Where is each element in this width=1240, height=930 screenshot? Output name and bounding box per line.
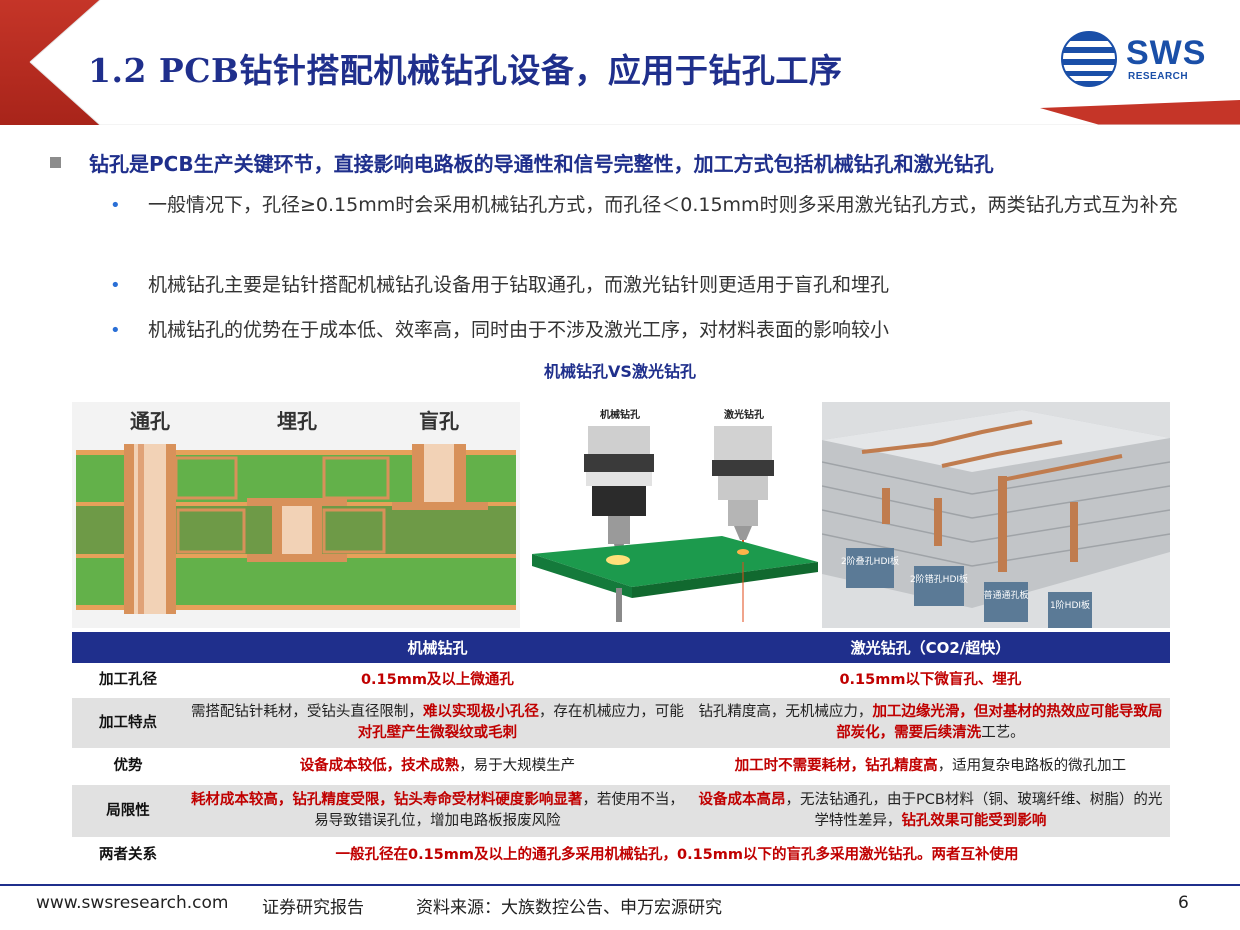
- table-header-laser: 激光钻孔（CO2/超快）: [690, 632, 1170, 663]
- row-label: 加工孔径: [99, 672, 157, 688]
- square-bullet-icon: [50, 157, 61, 168]
- bullet-dot-icon: •: [110, 195, 121, 216]
- footer-source: 资料来源：大族数控公告、申万宏源研究: [416, 898, 722, 918]
- label-buried-hole: 埋孔: [277, 409, 317, 433]
- bullet-dot-icon: •: [110, 275, 121, 296]
- sub-bullet-1: • 一般情况下，孔径≥0.15mm时会采用机械钻孔方式，而孔径＜0.15mm时则…: [110, 188, 1210, 223]
- table-row-features: 加工特点 需搭配钻针耗材，受钻头直径限制，难以实现极小孔径，存在机械应力，可能对…: [72, 698, 1170, 748]
- sub-bullet-text: 机械钻孔主要是钻针搭配机械钻孔设备用于钻取通孔，而激光钻针则更适用于盲孔和埋孔: [148, 274, 890, 296]
- label-2-step-stacked: 2阶叠孔HDI板: [841, 555, 899, 567]
- logo-globe-icon: [1061, 31, 1117, 87]
- cell-laser: 钻孔精度高，无机械应力，加工边缘光滑，但对基材的热效应可能导致局部炭化，需要后续…: [690, 698, 1170, 748]
- main-bullet: 钻孔是PCB生产关键环节，直接影响电路板的导通性和信号完整性，加工方式包括机械钻…: [50, 148, 994, 177]
- sub-bullet-text: 一般情况下，孔径≥0.15mm时会采用机械钻孔方式，而孔径＜0.15mm时则多采…: [148, 194, 1178, 216]
- cell-laser: 设备成本高昂，无法钻通孔，由于PCB材料（铜、玻璃纤维、树脂）的光学特性差异，钻…: [690, 785, 1170, 837]
- logo-text: SWS: [1126, 34, 1207, 72]
- footer-report-type: 证券研究报告: [262, 898, 364, 918]
- slide-header: 1.2 PCB钻针搭配机械钻孔设备，应用于钻孔工序 SWS RESEARCH: [0, 0, 1240, 125]
- table-row-relationship: 两者关系 一般孔径在0.15mm及以上的通孔多采用机械钻孔，0.15mm以下的盲…: [72, 837, 1170, 873]
- page-title: 1.2 PCB钻针搭配机械钻孔设备，应用于钻孔工序: [88, 51, 843, 90]
- label-normal-through: 普通通孔板: [983, 589, 1028, 601]
- cell-relationship: 一般孔径在0.15mm及以上的通孔多采用机械钻孔，0.15mm以下的盲孔多采用激…: [335, 846, 1019, 863]
- table-header-mechanical: 机械钻孔: [184, 632, 691, 663]
- footer-divider: [0, 884, 1240, 886]
- bullet-dot-icon: •: [110, 320, 121, 341]
- sub-bullet-3: • 机械钻孔的优势在于成本低、效率高，同时由于不涉及激光工序，对材料表面的影响较…: [110, 313, 1210, 348]
- table-header-empty: [72, 632, 184, 663]
- cell-mechanical: 设备成本较低，技术成熟，易于大规模生产: [299, 758, 576, 774]
- cell-mechanical: 耗材成本较高，钻孔精度受限，钻头寿命受材料硬度影响显著，若使用不当，易导致错误孔…: [184, 785, 691, 837]
- sws-logo: SWS RESEARCH: [1060, 30, 1220, 90]
- cell-mechanical: 0.15mm及以上微通孔: [360, 672, 514, 688]
- comparison-table: 机械钻孔 激光钻孔（CO2/超快） 加工孔径 0.15mm及以上微通孔 0.15…: [72, 632, 1170, 873]
- table-row-aperture: 加工孔径 0.15mm及以上微通孔 0.15mm以下微盲孔、埋孔: [72, 663, 1170, 698]
- footer-website[interactable]: www.swsresearch.com: [36, 893, 229, 913]
- drilling-comparison-image: 机械钻孔 激光钻孔: [522, 402, 818, 628]
- pcb-cross-section-image: 通孔 埋孔 盲孔: [72, 402, 520, 628]
- row-label: 两者关系: [99, 846, 157, 863]
- hdi-board-image: 2阶叠孔HDI板 2阶错孔HDI板 普通通孔板 1阶HDI板: [822, 402, 1170, 628]
- label-mechanical-drill: 机械钻孔: [600, 408, 640, 421]
- sub-bullet-text: 机械钻孔的优势在于成本低、效率高，同时由于不涉及激光工序，对材料表面的影响较小: [148, 319, 890, 341]
- label-laser-drill: 激光钻孔: [724, 408, 764, 421]
- row-label: 局限性: [72, 785, 184, 837]
- table-row-limitations: 局限性 耗材成本较高，钻孔精度受限，钻头寿命受材料硬度影响显著，若使用不当，易导…: [72, 785, 1170, 837]
- cell-laser: 加工时不需要耗材，钻孔精度高，适用复杂电路板的微孔加工: [734, 758, 1127, 774]
- page-number: 6: [1178, 893, 1189, 913]
- cell-laser: 0.15mm以下微盲孔、埋孔: [839, 672, 1022, 688]
- table-header-row: 机械钻孔 激光钻孔（CO2/超快）: [72, 632, 1170, 663]
- row-label: 优势: [113, 758, 143, 774]
- logo-subtext: RESEARCH: [1128, 71, 1189, 82]
- table-row-advantages: 优势 设备成本较低，技术成熟，易于大规模生产 加工时不需要耗材，钻孔精度高，适用…: [72, 748, 1170, 785]
- row-label: 加工特点: [72, 698, 184, 748]
- main-bullet-text: 钻孔是PCB生产关键环节，直接影响电路板的导通性和信号完整性，加工方式包括机械钻…: [89, 152, 994, 176]
- label-1-step-hdi: 1阶HDI板: [1050, 599, 1090, 611]
- figure-caption: 机械钻孔VS激光钻孔: [544, 362, 696, 381]
- label-blind-hole: 盲孔: [419, 409, 459, 433]
- label-through-hole: 通孔: [130, 409, 170, 433]
- header-band: [0, 0, 1240, 125]
- label-2-step-staggered: 2阶错孔HDI板: [910, 573, 968, 585]
- cell-mechanical: 需搭配钻针耗材，受钻头直径限制，难以实现极小孔径，存在机械应力，可能对孔壁产生微…: [184, 698, 691, 748]
- sub-bullet-2: • 机械钻孔主要是钻针搭配机械钻孔设备用于钻取通孔，而激光钻针则更适用于盲孔和埋…: [110, 268, 1210, 303]
